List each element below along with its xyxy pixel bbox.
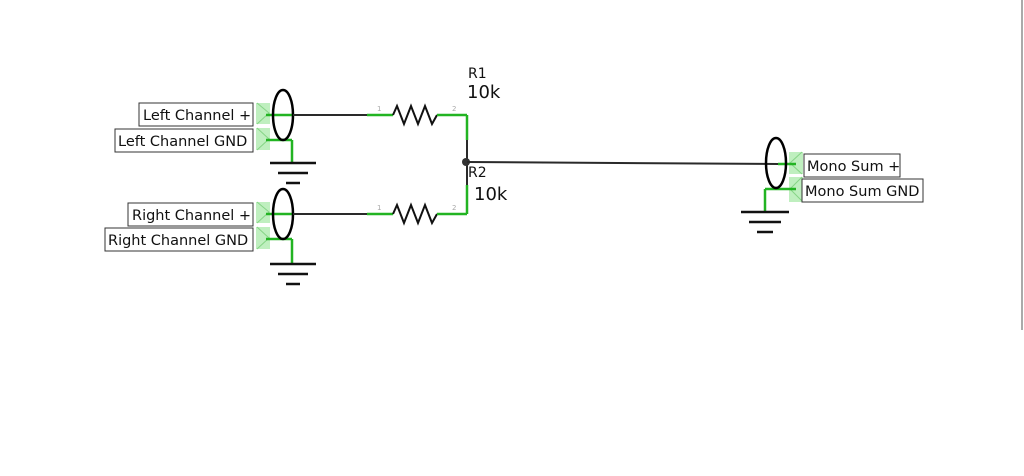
r1-ref-label: R1: [468, 66, 487, 82]
ground-symbol-right: [270, 262, 316, 286]
mono-sum-jack: [763, 136, 803, 212]
net-label-left-plus: Left Channel +: [138, 102, 254, 127]
net-label-right-plus: Right Channel +: [127, 202, 254, 227]
r1-pin2-label: 2: [452, 105, 456, 113]
ground-symbol-left: [270, 161, 316, 185]
right-channel-jack: [256, 187, 295, 264]
r2-ref-label: R2: [468, 165, 487, 181]
ground-symbol-mono: [741, 210, 789, 234]
left-channel-jack: [256, 88, 295, 163]
r1-pin1-label: 1: [377, 105, 381, 113]
r1-value-label: 10k: [467, 82, 501, 103]
net-label-left-gnd: Left Channel GND: [114, 128, 254, 153]
net-label-left-gnd-text: Left Channel GND: [118, 134, 247, 150]
resistor-r1: 1 2 R1 10k: [367, 66, 501, 140]
wire-junction-to-mono: [466, 161, 779, 165]
net-label-left-plus-text: Left Channel +: [143, 108, 251, 124]
net-label-right-plus-text: Right Channel +: [132, 208, 251, 224]
junction-dot: [462, 158, 470, 166]
r2-pin1-label: 1: [377, 204, 381, 212]
resistor-r2: 1 2 R2 10k: [367, 165, 508, 226]
net-label-right-gnd: Right Channel GND: [104, 227, 254, 252]
net-label-mono-plus-text: Mono Sum +: [807, 159, 900, 175]
net-label-mono-plus: Mono Sum +: [803, 153, 901, 178]
net-label-mono-gnd-text: Mono Sum GND: [805, 184, 919, 200]
net-label-mono-gnd: Mono Sum GND: [801, 178, 924, 203]
net-label-right-gnd-text: Right Channel GND: [108, 233, 248, 249]
r2-pin2-label: 2: [452, 204, 456, 212]
r2-value-label: 10k: [474, 184, 508, 205]
